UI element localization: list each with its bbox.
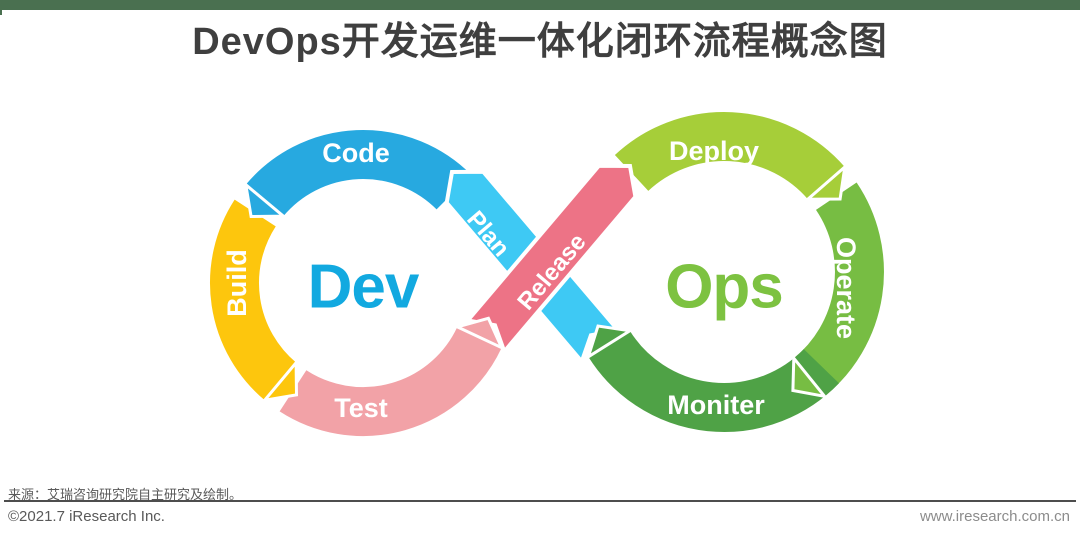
page-title: DevOps开发运维一体化闭环流程概念图 bbox=[192, 21, 888, 63]
operate-label: Operate bbox=[831, 237, 861, 339]
test-label: Test bbox=[334, 393, 388, 423]
build-arrowhead-icon bbox=[260, 358, 299, 403]
footer-source-note: 来源：艾瑞咨询研究院自主研究及绘制。 bbox=[8, 487, 243, 502]
release-bridge-band bbox=[463, 163, 638, 356]
dev-center-label: Dev bbox=[308, 253, 420, 322]
footer-divider bbox=[4, 500, 1076, 502]
top-accent-bar bbox=[0, 0, 1080, 10]
deploy-label: Deploy bbox=[669, 136, 759, 166]
deploy-segment-arc bbox=[614, 112, 845, 200]
monitor-label: Moniter bbox=[667, 390, 765, 420]
code-segment-arc bbox=[245, 129, 472, 217]
test-arrowhead-icon bbox=[452, 316, 505, 351]
top-accent-bar-stub bbox=[0, 10, 2, 15]
ops-center-label: Ops bbox=[665, 253, 783, 322]
build-label: Build bbox=[222, 249, 252, 317]
operate-arrowhead-icon bbox=[791, 354, 829, 399]
build-segment-arc bbox=[210, 199, 297, 401]
ops-loop bbox=[588, 112, 884, 432]
deploy-arrowhead-icon bbox=[803, 163, 847, 201]
code-label: Code bbox=[322, 138, 390, 168]
test-segment-arc bbox=[279, 326, 502, 437]
footer-website: www.iresearch.com.cn bbox=[919, 508, 1070, 525]
footer-copyright: ©2021.7 iResearch Inc. bbox=[8, 508, 165, 525]
devops-infinity-diagram: Code Build Test Plan Release Deploy Oper… bbox=[210, 112, 884, 437]
operate-segment-arc bbox=[793, 182, 884, 397]
dev-loop bbox=[210, 129, 502, 437]
monitor-arrowhead-icon bbox=[585, 324, 635, 361]
code-arrowhead-icon bbox=[243, 180, 288, 219]
